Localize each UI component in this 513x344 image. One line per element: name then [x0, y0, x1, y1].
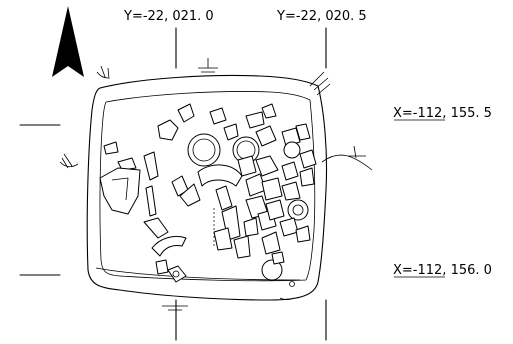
grid-label-y-left: Y=-22, 021. 0 [123, 9, 214, 24]
label-underlines [394, 119, 445, 278]
grid-label-x-bottom: X=-112, 156. 0 [393, 263, 492, 278]
grid-ticks [19, 27, 327, 341]
grid-label-y-right: Y=-22, 020. 5 [276, 9, 367, 24]
pottery-fragments [99, 103, 317, 287]
grid-label-x-top: X=-112, 155. 5 [393, 106, 492, 121]
slope-hatch-marks [59, 58, 373, 311]
north-arrow-icon [52, 6, 84, 77]
